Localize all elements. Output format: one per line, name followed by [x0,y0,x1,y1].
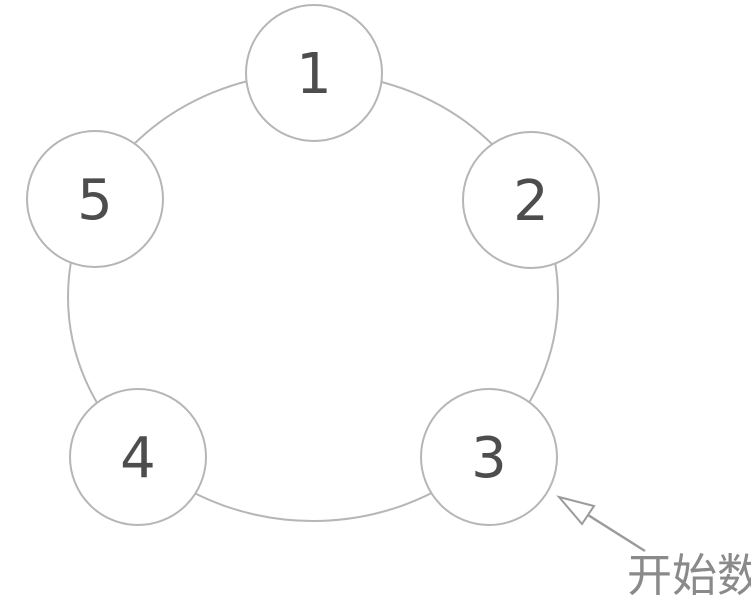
start-arrow-line [587,513,646,553]
node-3-circle [420,388,558,526]
node-4-circle [69,388,207,526]
start-arrow-head [556,495,596,526]
node-3: 3 [420,388,558,526]
node-3-label: 3 [471,426,507,491]
start-annotation-label: 开始数 [627,549,751,602]
node-5-circle [26,130,164,268]
node-2: 2 [462,131,600,269]
start-arrow [556,495,646,553]
node-4: 4 [69,388,207,526]
node-2-circle [462,131,600,269]
node-5-label: 5 [77,168,113,233]
node-1: 1 [245,4,383,142]
node-5: 5 [26,130,164,268]
node-1-label: 1 [296,42,332,107]
node-1-circle [245,4,383,142]
node-2-label: 2 [513,169,549,234]
node-4-label: 4 [120,426,156,491]
